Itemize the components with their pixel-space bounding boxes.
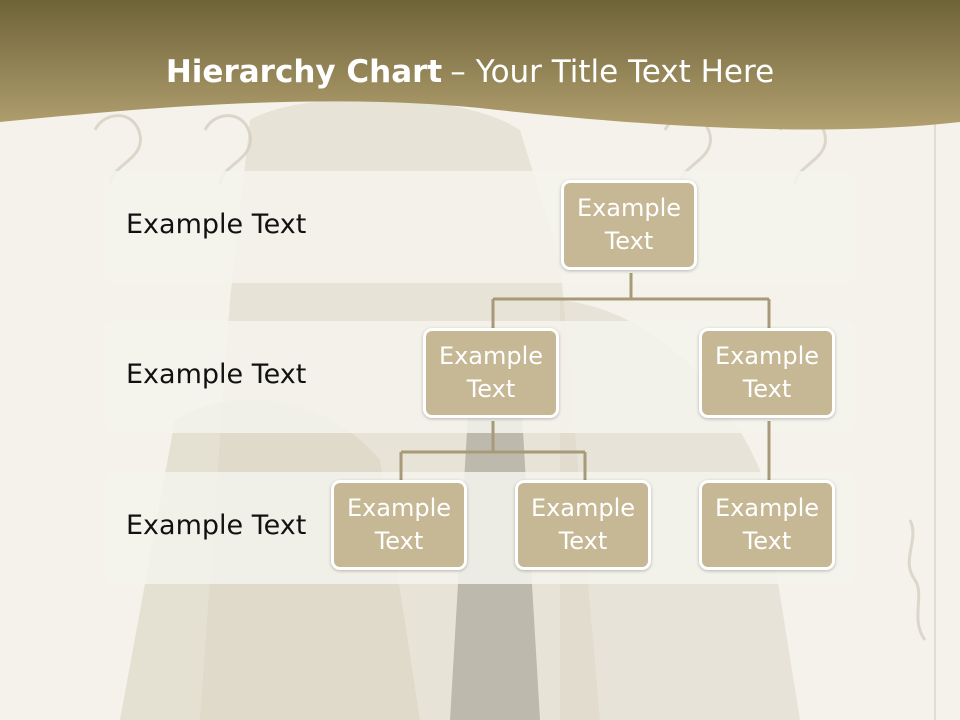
node-level2-left: Example Text xyxy=(423,328,559,418)
connector-left-to-level3 xyxy=(399,421,587,482)
node-root: Example Text xyxy=(561,180,697,270)
node-level3-b: Example Text xyxy=(515,480,651,570)
slide-title: Hierarchy Chart–Your Title Text Here xyxy=(0,54,940,90)
title-dash: – xyxy=(450,54,466,90)
row-label-1: Example Text xyxy=(126,209,307,240)
title-bold-part: Hierarchy Chart xyxy=(165,54,443,90)
header-band xyxy=(0,0,960,130)
row-label-2: Example Text xyxy=(126,359,307,390)
row-band-1 xyxy=(104,171,856,283)
connector-root-to-level2 xyxy=(491,273,771,330)
node-level3-c: Example Text xyxy=(699,480,835,570)
row-label-3: Example Text xyxy=(126,510,307,541)
node-level2-right: Example Text xyxy=(699,328,835,418)
title-rest-part: Your Title Text Here xyxy=(475,54,775,90)
node-level3-a: Example Text xyxy=(331,480,467,570)
